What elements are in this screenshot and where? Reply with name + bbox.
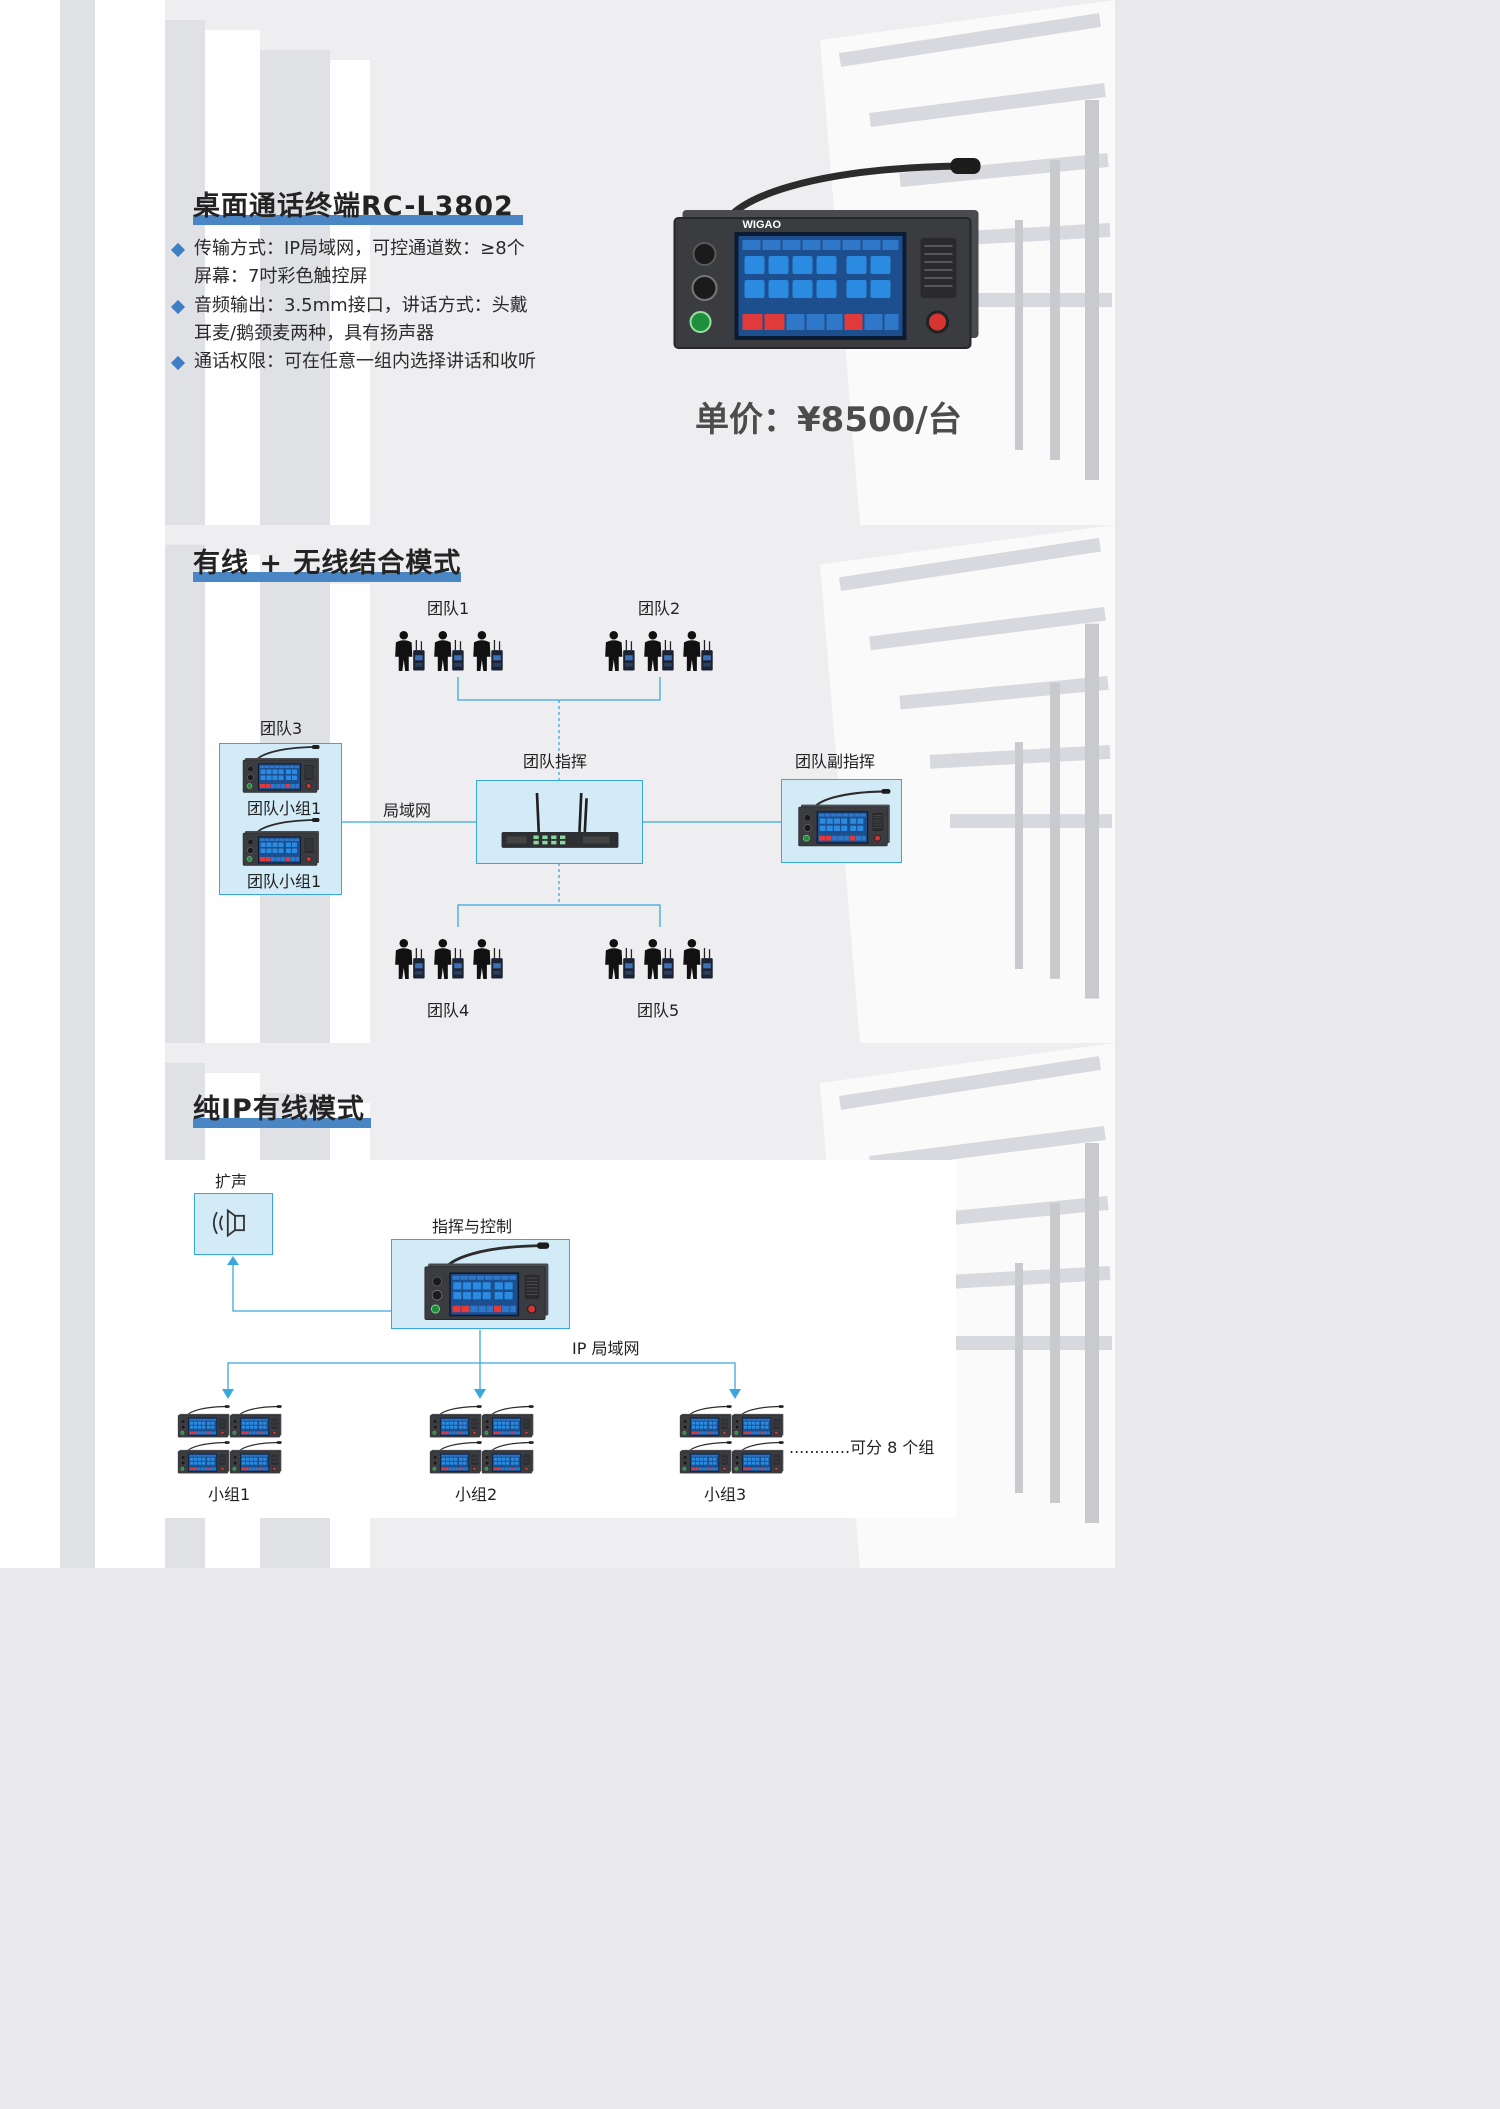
terminal-icon — [229, 1405, 282, 1438]
mode1-title: 有线 + 无线结合模式 — [193, 541, 461, 582]
terminal-icon — [429, 1441, 482, 1474]
subgroup-label: 团队小组1 — [247, 799, 322, 818]
subgroup-label: 团队小组1 — [247, 872, 322, 891]
spec-line: 音频输出：3.5mm接口，讲话方式：头戴 — [194, 295, 528, 316]
group2-label: 小组2 — [455, 1485, 498, 1504]
terminal-icon — [481, 1441, 534, 1474]
wired-wireless-panel: 有线 + 无线结合模式 团队1 团队2 团队3 团队小组1 团队小组1 局域网 … — [0, 525, 1115, 1043]
terminal-icon — [731, 1441, 784, 1474]
terminal-icon — [731, 1405, 784, 1438]
terminal-icon — [679, 1441, 732, 1474]
network-lines — [342, 677, 781, 927]
terminal-icon — [481, 1405, 534, 1438]
router-icon — [500, 793, 620, 850]
spec-line: 耳麦/鹅颈麦两种，具有扬声器 — [194, 323, 435, 344]
team4-label: 团队4 — [427, 1001, 470, 1020]
ip-wired-panel: 纯IP有线模式 扩声 指挥与控制 IP 局域网 小组1 小组2 — [0, 1043, 1115, 1568]
speaker-box — [194, 1193, 273, 1255]
speaker-icon — [212, 1209, 245, 1237]
spec-line: 通话权限：可在任意一组内选择讲话和收听 — [194, 351, 536, 372]
control-label: 指挥与控制 — [432, 1217, 513, 1236]
spec-line: 传输方式：IP局域网，可控通道数：≥8个 — [194, 238, 525, 259]
terminal-icon — [679, 1405, 732, 1438]
terminal-icon — [423, 1242, 550, 1321]
terminal-icon — [797, 789, 891, 848]
group3-label: 小组3 — [704, 1485, 747, 1504]
brand-logo: WIGAO — [743, 219, 782, 231]
product-title: 桌面通话终端RC-L3802 — [193, 184, 523, 225]
team2-label: 团队2 — [638, 599, 681, 618]
team2-group — [603, 622, 728, 680]
terminal-icon — [242, 818, 320, 867]
commander-box — [476, 780, 643, 864]
diagram-card — [160, 1160, 956, 1518]
more-groups-label: ............可分 8 个组 — [789, 1438, 935, 1457]
network-lines — [222, 1256, 741, 1399]
ip-lan-label: IP 局域网 — [572, 1339, 640, 1358]
mode2-title: 纯IP有线模式 — [193, 1087, 371, 1128]
product-photo: WIGAO — [660, 158, 985, 358]
group1-label: 小组1 — [208, 1485, 251, 1504]
terminal-icon — [229, 1441, 282, 1474]
terminal-icon — [177, 1405, 230, 1438]
terminal-icon — [429, 1405, 482, 1438]
team4-group — [393, 930, 518, 988]
price-label: 单价：¥8500/台 — [695, 400, 962, 440]
team5-group — [603, 930, 728, 988]
team1-group — [393, 622, 518, 680]
terminal-icon — [177, 1441, 230, 1474]
product-panel: 桌面通话终端RC-L3802 传输方式：IP局域网，可控通道数：≥8个 屏幕：7… — [0, 0, 1115, 525]
commander-label: 团队指挥 — [523, 752, 588, 771]
lan-label: 局域网 — [383, 801, 432, 820]
speaker-label: 扩声 — [215, 1172, 248, 1191]
vice-commander-label: 团队副指挥 — [795, 752, 876, 771]
team5-label: 团队5 — [637, 1001, 680, 1020]
terminal-icon — [242, 745, 320, 794]
spec-line: 屏幕：7吋彩色触控屏 — [194, 266, 368, 287]
team3-label: 团队3 — [260, 719, 303, 738]
team1-label: 团队1 — [427, 599, 470, 618]
